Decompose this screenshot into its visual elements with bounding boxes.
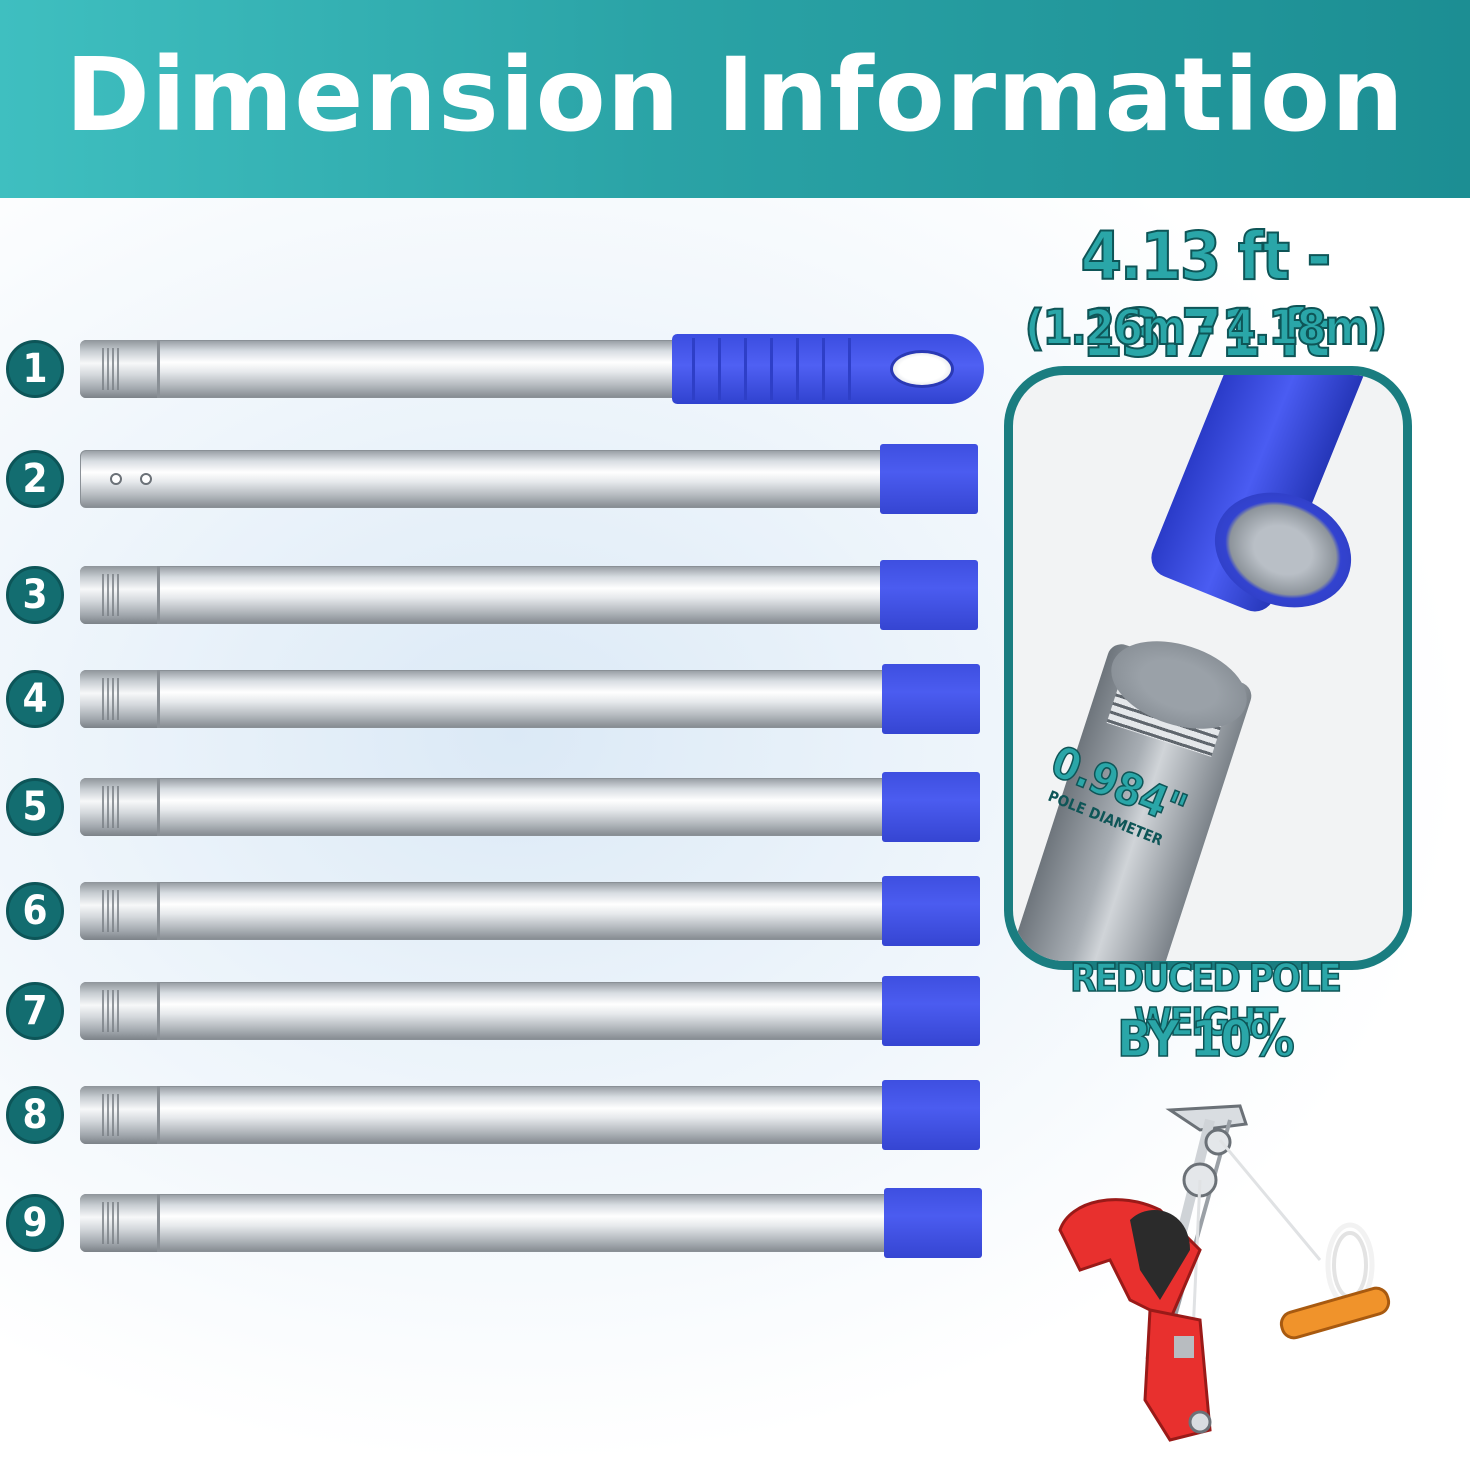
pole-row-1: 1 [0,334,1000,404]
pole-pin-holes [110,472,170,490]
pole-tube [80,670,902,728]
pole-row-6: 6 [0,876,1000,946]
pole-threaded-end [80,1086,160,1144]
pole-threaded-end [80,778,160,836]
grip-ribs [692,338,872,400]
pole-blue-cap [884,1188,982,1258]
pole-tube [80,1086,902,1144]
pole-number-badge: 2 [6,450,64,508]
pole-tube [80,778,902,836]
pole-blue-cap [880,560,978,630]
pole-row-5: 5 [0,772,1000,842]
tree-pruner-illustration [1058,1104,1391,1442]
pole-threaded-end [80,566,160,624]
pole-tube [80,882,902,940]
pole-number-badge: 9 [6,1194,64,1252]
pole-tube [80,1194,904,1252]
pole-number-badge: 4 [6,670,64,728]
pole-blue-cap [882,1080,980,1150]
pole-row-8: 8 [0,1080,1000,1150]
length-range: 4.13 ft - 13.71 ft [1080,217,1333,373]
pole-number-badge: 3 [6,566,64,624]
pole-threaded-end [80,882,160,940]
metric-range: (1.26m - 4.18m) [1024,299,1389,357]
pole-number-badge: 6 [6,882,64,940]
header-banner: Dimension Information [0,0,1470,198]
wooden-t-handle [1279,1286,1391,1340]
pole-closeup-frame [1004,366,1412,970]
pole-threaded-end [80,1194,160,1252]
pole-tube [80,450,900,508]
pole-blue-cap [882,664,980,734]
page-title: Dimension Information [65,35,1405,155]
pole-threaded-end [80,982,160,1040]
pole-threaded-end [80,340,160,398]
pole-threaded-end [80,670,160,728]
pole-tube [80,566,900,624]
pole-number-badge: 7 [6,982,64,1040]
pole-row-7: 7 [0,976,1000,1046]
weight-line-1: REDUCED POLE WEIGHT [1069,955,1342,1045]
pole-row-2: 2 [0,444,1000,514]
pole-number-badge: 1 [6,340,64,398]
pole-row-4: 4 [0,664,1000,734]
pole-blue-cap [882,876,980,946]
pole-blue-cap [882,976,980,1046]
pole-handle-grip [672,334,984,404]
pole-row-3: 3 [0,560,1000,630]
pole-blue-cap [882,772,980,842]
pruner-cutting-blade [1130,1210,1190,1300]
pole-row-9: 9 [0,1188,1000,1258]
pole-tube [80,982,902,1040]
pull-rope [1218,1139,1322,1261]
hang-hole-icon [890,350,954,388]
weight-line-2: BY 10% [1117,1009,1296,1069]
pole-tube [80,340,690,398]
pole-blue-cap [880,444,978,514]
pole-number-badge: 8 [6,1086,64,1144]
pole-number-badge: 5 [6,778,64,836]
